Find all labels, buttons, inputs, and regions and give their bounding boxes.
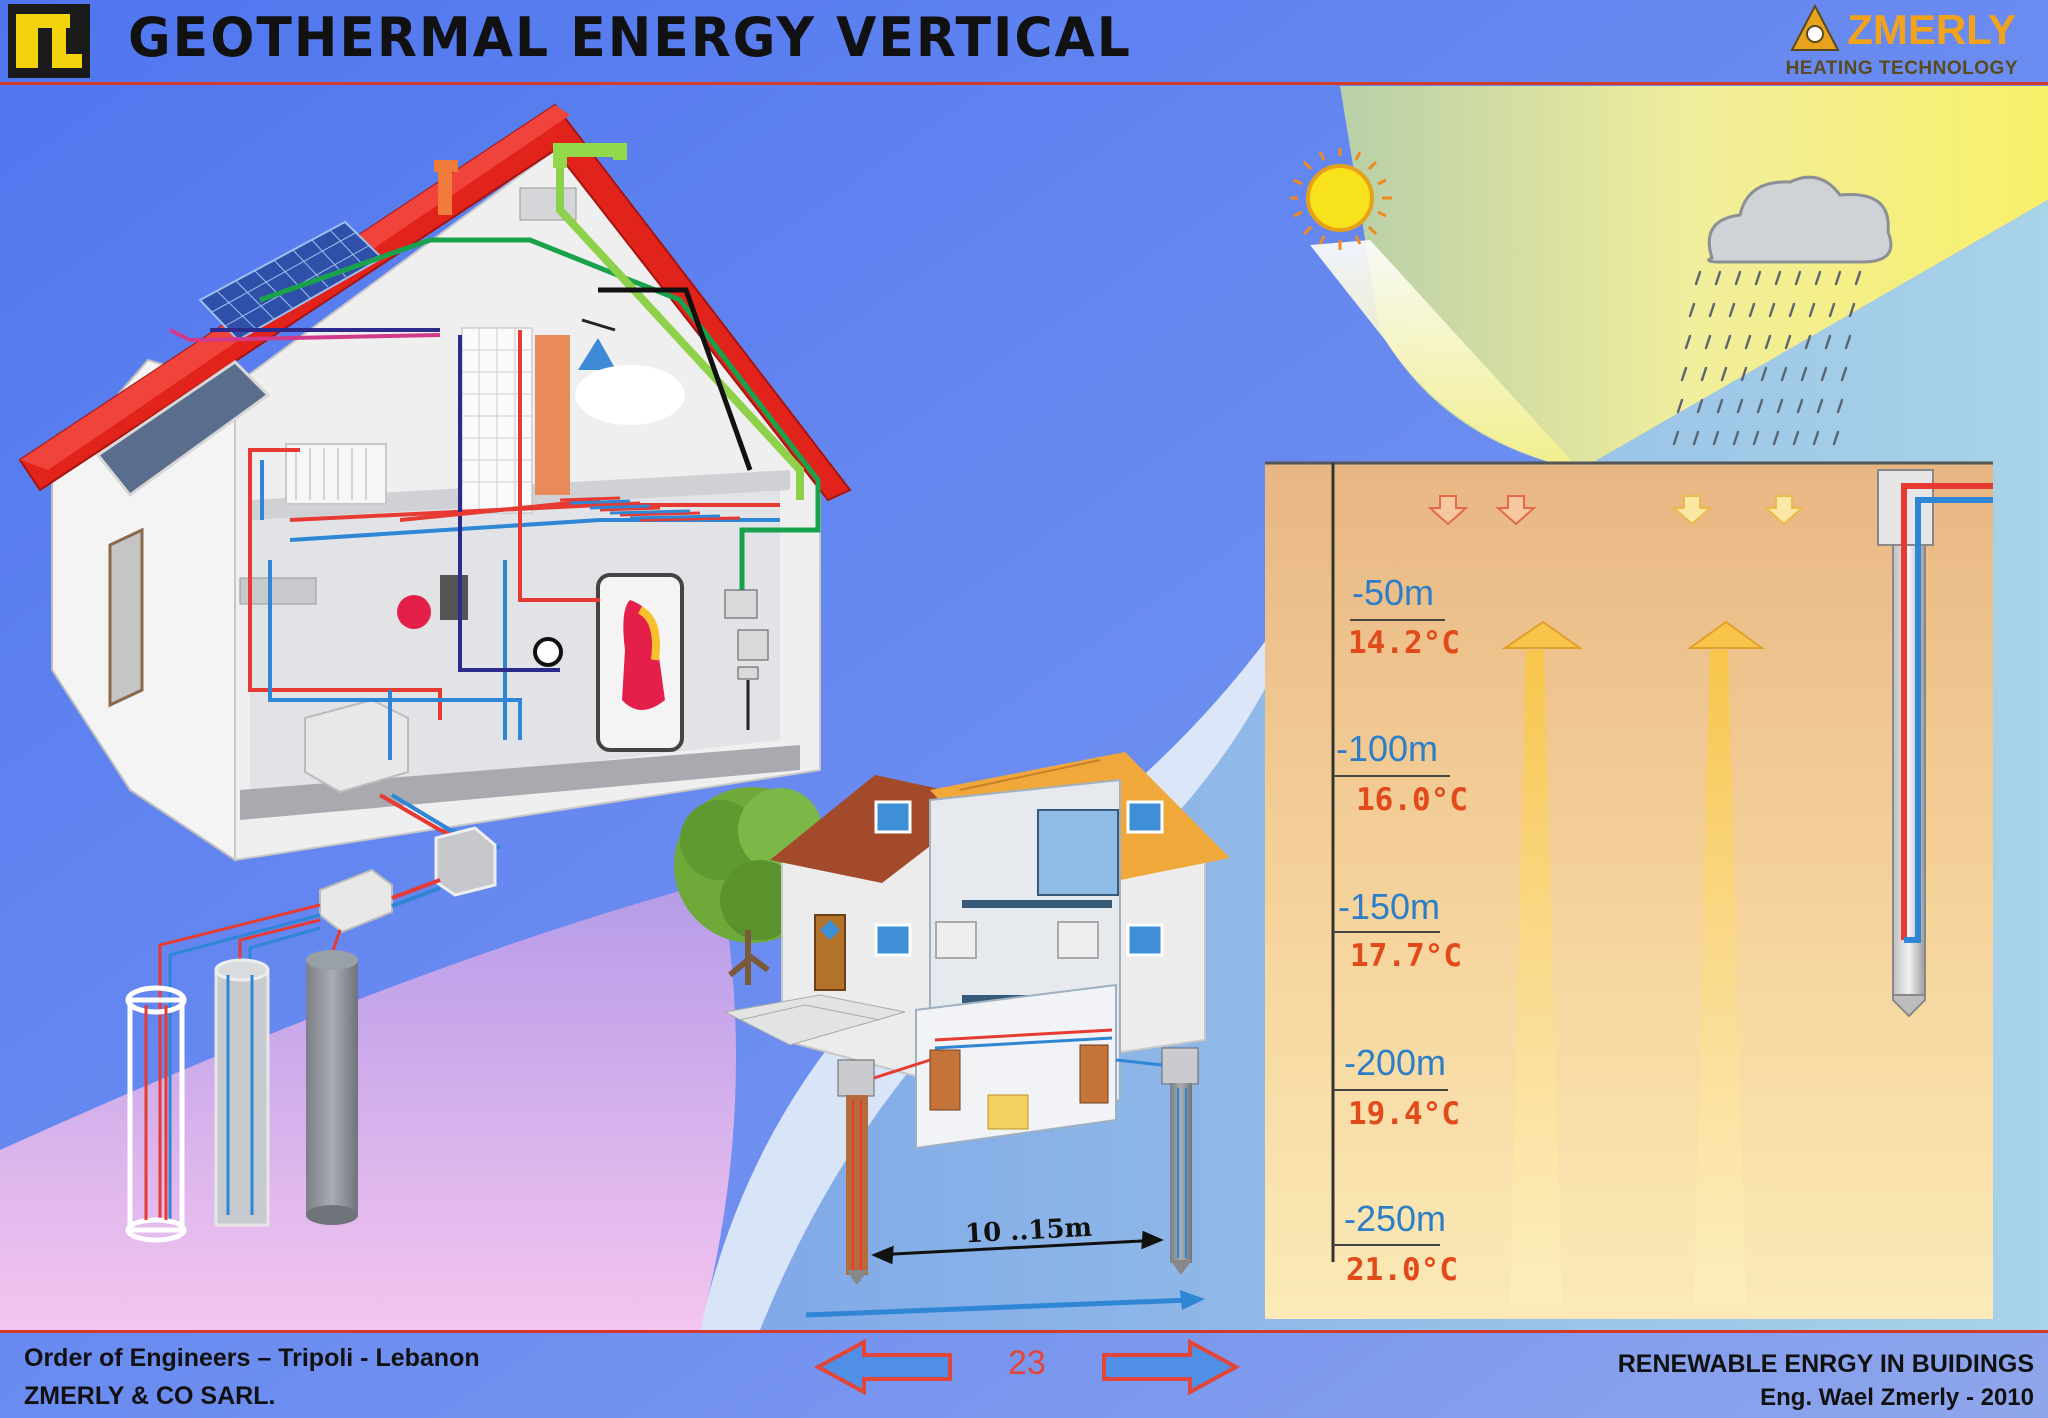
heat-rise-arrows (1501, 620, 1766, 1305)
footer-author: Eng. Wael Zmerly - 2010 (1760, 1384, 2034, 1411)
distance-dimension-line (871, 1230, 1164, 1265)
depth-label-100: -100m (1336, 728, 1439, 769)
temp-label-50: 14.2°C (1348, 625, 1460, 661)
borehole-pipes (125, 950, 358, 1243)
storage-tank (596, 573, 684, 752)
presenter-logo (8, 4, 90, 78)
page-number: 23 (1008, 1344, 1046, 1382)
house-cutaway-illustration (18, 103, 852, 1243)
small-house-illustration (674, 752, 1230, 1318)
footer-divider (0, 1330, 2048, 1333)
footer-organization: Order of Engineers – Tripoli - Lebanon (24, 1344, 480, 1372)
temp-label-250: 21.0°C (1346, 1252, 1458, 1288)
brand-logo: ZMERLY HEATING TECHNOLOGY (1782, 2, 2022, 79)
depth-label-200: -200m (1344, 1042, 1447, 1083)
brand-name: ZMERLY (1847, 6, 2016, 53)
sun-icon (1290, 148, 1392, 250)
temp-label-200: 19.4°C (1348, 1096, 1460, 1132)
previous-slide-button[interactable] (814, 1338, 954, 1396)
tree-icon (674, 787, 830, 985)
temp-label-150: 17.7°C (1350, 938, 1462, 974)
triangle-logo-icon (1790, 4, 1840, 51)
brand-tagline: HEATING TECHNOLOGY (1785, 58, 2018, 79)
footer-company: ZMERLY & CO SARL. (24, 1382, 276, 1410)
temp-label-100: 16.0°C (1356, 782, 1468, 818)
title-bar: GEOTHERMAL ENERGY VERTICAL ZMERLY HEATIN… (0, 0, 2048, 85)
heat-in-arrows (1427, 495, 1805, 526)
solar-collector (95, 360, 271, 498)
depth-label-50: -50m (1352, 572, 1435, 613)
depth-label-150: -150m (1338, 886, 1441, 927)
probe-left (837, 1059, 875, 1285)
page-title: GEOTHERMAL ENERGY VERTICAL (128, 6, 1132, 70)
depth-label-250: -250m (1344, 1198, 1447, 1239)
ground-section-panel (1265, 461, 1993, 1319)
footer-course-title: RENEWABLE ENRGY IN BUIDINGS (1617, 1350, 2034, 1378)
title-divider (0, 82, 2048, 85)
next-slide-button[interactable] (1100, 1338, 1240, 1396)
probe-right (1161, 1047, 1199, 1275)
cloud-icon (1707, 175, 1893, 264)
rain-icon (1672, 270, 1862, 446)
borehole-probe (1877, 469, 1993, 1018)
